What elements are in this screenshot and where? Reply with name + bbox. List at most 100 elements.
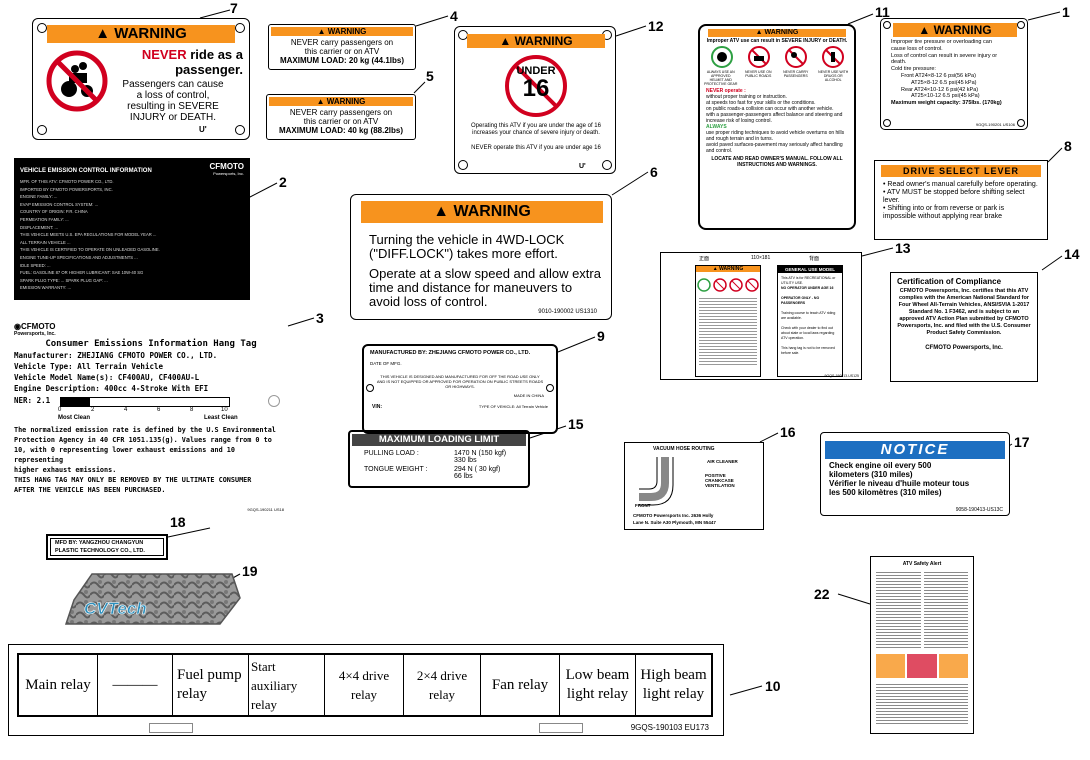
diff-lock-paragraph-1: Turning the vehicle in 4WD-LOCK ("DIFF.L… — [369, 232, 565, 261]
no-road-icon — [747, 46, 770, 68]
no-alcohol-icon — [745, 278, 759, 292]
passenger-text: passenger. — [175, 62, 243, 77]
emission-line: ENGINE TUNE-UP SPECIFICATIONS AND ADJUST… — [20, 254, 138, 260]
sixteen-text: 16 — [522, 75, 550, 102]
tire-line: Cold tire pressure: — [891, 66, 936, 73]
callout-8: 8 — [1064, 138, 1072, 154]
tag-line: This ATV is for RECREATIONAL or UTILITY … — [781, 276, 836, 285]
label-14-certification: Certification of Compliance CFMOTO Power… — [890, 272, 1038, 382]
no-road-icon — [713, 278, 727, 292]
tire-line: death. — [891, 59, 907, 66]
label-9-mfg-plate: MANUFACTURED BY: ZHEJIANG CFMOTO POWER C… — [362, 344, 558, 434]
callout-18: 18 — [170, 514, 186, 530]
mini-pictograms — [696, 278, 760, 292]
safety-alert-title: ATV Safety Alert — [902, 561, 942, 567]
no-passenger-icon — [784, 46, 807, 68]
lever-item: • ATV MUST be stopped before shifting se… — [883, 189, 1025, 204]
ner-value: NER: 2.1 — [14, 396, 51, 405]
brand-logo: CFMOTO — [209, 162, 244, 171]
air-cleaner-label: AIR CLEANER — [707, 459, 738, 464]
label-code: 9GQS-190013-US125 — [824, 374, 859, 378]
label-code: U' — [199, 125, 207, 134]
no-passenger-icon — [46, 50, 108, 112]
never-item: on public roads-a collision can occur wi… — [706, 106, 834, 112]
routing-footer-1: CFMOTO Powersports Inc. 2636 Holly — [633, 513, 714, 518]
helmet-caption: ALWAYS USE AN APPROVED HELMET AND PROTEC… — [704, 70, 738, 86]
callout-10: 10 — [765, 678, 781, 694]
label-15-loading-limit: MAXIMUM LOADING LIMIT PULLING LOAD : 147… — [348, 430, 530, 488]
callout-15: 15 — [568, 416, 584, 432]
pcv-label: POSITIVE CRANKCASE VENTILATION — [705, 473, 735, 488]
no-passenger-caption: NEVER CARRY PASSENGERS — [783, 70, 809, 78]
hang-tag-para: The normalized emission rate is defined … — [14, 426, 276, 434]
hang-hole — [268, 395, 280, 407]
relay-low-beam: Low beam light relay — [560, 655, 636, 715]
emission-line: MFR. OF THIS ATV: CFMOTO POWER CO., LTD. — [20, 179, 114, 184]
atv-use-footer: LOCATE AND READ OWNER'S MANUAL. FOLLOW A… — [711, 156, 843, 168]
helmet-icon — [710, 46, 733, 68]
made-in: MADE IN CHINA — [513, 393, 544, 398]
certification-body: CFMOTO Powersports, Inc. certifies that … — [897, 288, 1031, 336]
never-item: without proper training or instruction. — [706, 94, 787, 100]
warning-header: ▲ WARNING — [708, 29, 846, 37]
relay-main: Main relay — [19, 655, 98, 715]
fine-print — [876, 682, 968, 726]
relay-tab — [539, 723, 583, 733]
hang-tag-para: AFTER THE VEHICLE HAS BEEN PURCHASED. — [14, 486, 166, 494]
brand-subtitle: Powersports, Inc. — [14, 331, 56, 337]
ride-text: ride as a — [190, 47, 243, 62]
label-code: U' — [579, 163, 586, 170]
hang-tag-line: Vehicle Model Name(s): CF400AU, CF400AU-… — [14, 373, 200, 382]
hang-tag-line: Engine Description: 400cc 4-Stroke With … — [14, 384, 209, 393]
emission-line: THIS VEHICLE MEETS U.S. EPA REGULATIONS … — [20, 232, 157, 238]
least-clean-label: Least Clean — [204, 415, 238, 421]
relay-4x4-drive: 4×4 drive relay — [325, 655, 404, 715]
notice-line-3: Vérifier le niveau d'huile moteur tous — [829, 479, 970, 488]
certification-signature: CFMOTO Powersports, Inc. — [925, 345, 1003, 351]
hang-tag-line: Manufacturer: ZHEJIANG CFMOTO POWER CO.,… — [14, 351, 218, 360]
hang-tag-para: Protection Agency in 40 CFR 1051.135(g).… — [14, 436, 272, 444]
label-18-mfd-plate: MFD BY: YANGZHOU CHANGYUN PLASTIC TECHNO… — [46, 534, 168, 560]
callout-16: 16 — [780, 424, 796, 440]
label-19-cvtech-decal: CVTech — [64, 573, 241, 625]
helmet-icon — [697, 278, 711, 292]
carrier-line-2: this carrier or on ATV — [304, 47, 380, 56]
pictogram-row — [700, 44, 854, 70]
hang-tag-para: THIS HANG TAG MAY ONLY BE REMOVED BY THE… — [14, 476, 252, 484]
relay-cells: Main relay ——— Fuel pump relay Start aux… — [17, 653, 713, 717]
never-item: with a passenger-passengers affect balan… — [706, 112, 843, 124]
alert-pictograms — [871, 650, 973, 678]
callout-5: 5 — [426, 68, 434, 84]
no-alcohol-icon — [821, 46, 844, 68]
routing-title: VACUUM HOSE ROUTING — [653, 446, 715, 452]
lever-item: • Shifting into or from reverse or park … — [883, 205, 1005, 220]
notice-line-2: kilometers (310 miles) — [829, 470, 913, 479]
emission-line: ENGINE FAMILY: ... — [20, 194, 58, 200]
mfd-line-2: PLASTIC TECHNOLOGY CO., LTD. — [55, 548, 145, 554]
pulling-load-lbs: 330 lbs — [454, 457, 477, 464]
scale-tick: 10 — [221, 407, 228, 413]
relay-start-auxiliary: Start auxiliary relay — [249, 655, 325, 715]
front-side-tag: ▲ WARNING — [695, 265, 761, 377]
back-side-label: 背面 — [809, 256, 820, 262]
label-5-carrier-warning: ▲ WARNING NEVER carry passengers on this… — [266, 94, 416, 140]
emission-line: EVAP EMISSION CONTROL SYSTEM: ... — [20, 201, 99, 207]
no-passenger-icon — [729, 278, 743, 292]
emission-scale: NER: 2.1 0 2 4 6 8 10 Most Clean Least C… — [14, 395, 288, 425]
hang-tag-line: Vehicle Type: All Terrain Vehicle — [14, 362, 164, 371]
tag-line: Check with your dealer to find out about… — [781, 326, 835, 340]
mini-warning-header: ▲ WARNING — [696, 266, 760, 272]
no-alcohol-caption: NEVER USE WITH DRUGS OR ALCOHOL — [818, 70, 849, 82]
callout-22: 22 — [814, 586, 830, 602]
scale-tick: 8 — [190, 407, 194, 413]
label-4-carrier-warning: ▲ WARNING NEVER carry passengers on this… — [268, 24, 416, 70]
tire-line: Loss of control can result in severe inj… — [891, 52, 998, 59]
notice-header: NOTICE — [825, 441, 1005, 459]
relay-fuel-pump: Fuel pump relay — [173, 655, 249, 715]
emission-line: IDLE SPEED: ... — [20, 262, 51, 268]
never-text: NEVER — [141, 47, 187, 62]
emission-line: FUEL: GASOLINE 87 OR HIGHER LUBRICANT: S… — [20, 270, 144, 276]
warning-header: ▲ WARNING — [271, 27, 413, 36]
lever-item: • Read owner's manual carefully before o… — [883, 181, 1038, 188]
ner-bar — [60, 397, 230, 407]
